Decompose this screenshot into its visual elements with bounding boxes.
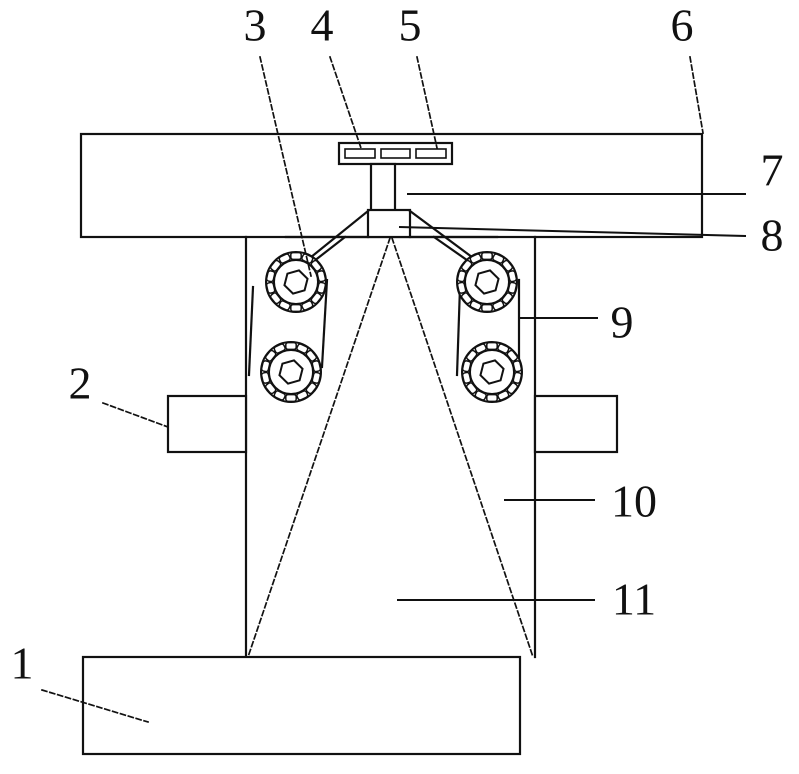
base-plate	[81, 655, 522, 756]
lower-left-sprocket-hub	[278, 359, 304, 385]
upper-right-sprocket-hub	[474, 269, 500, 295]
chain-loop-right	[455, 278, 521, 377]
slotted-plate-slot-1	[344, 148, 376, 159]
right-side-tab	[533, 394, 619, 454]
guide-right	[390, 236, 535, 659]
reference-numeral-1: 1	[11, 638, 34, 689]
reference-numeral-4: 4	[311, 0, 334, 51]
leader-line-4	[328, 55, 363, 150]
lower-left-sprocket	[260, 341, 322, 403]
upper-left-sprocket	[265, 251, 327, 313]
slotted-plate-slot-2	[380, 148, 411, 159]
slotted-plate	[337, 141, 454, 166]
leader-line-6	[689, 56, 704, 134]
upper-left-sprocket-hub	[283, 269, 309, 295]
reference-numeral-8: 8	[761, 210, 784, 261]
leader-line-8	[398, 225, 747, 238]
leader-line-1	[40, 688, 150, 724]
reference-numeral-5: 5	[399, 0, 422, 51]
chain-loop-left	[247, 278, 329, 377]
leader-line-3	[258, 55, 313, 278]
leader-line-2	[101, 401, 170, 429]
reference-numeral-9: 9	[611, 297, 634, 348]
lower-right-sprocket	[461, 341, 523, 403]
center-hub	[366, 208, 412, 239]
reference-numeral-10: 10	[611, 476, 657, 527]
left-side-tab	[166, 394, 248, 454]
upper-right-sprocket	[456, 251, 518, 313]
diverging-guides	[246, 236, 535, 659]
reference-numeral-7: 7	[761, 145, 784, 196]
sprocket-assembly	[260, 251, 523, 403]
reference-numeral-2: 2	[69, 358, 92, 409]
vertical-post	[369, 162, 397, 213]
reference-numeral-11: 11	[612, 574, 656, 625]
lower-right-sprocket-hub	[479, 359, 505, 385]
leader-line-5	[415, 55, 439, 150]
reference-numeral-3: 3	[244, 0, 267, 51]
reference-numeral-6: 6	[671, 0, 694, 51]
slotted-plate-slot-3	[415, 148, 447, 159]
reference-leaders	[40, 55, 747, 724]
guide-left	[246, 236, 392, 659]
